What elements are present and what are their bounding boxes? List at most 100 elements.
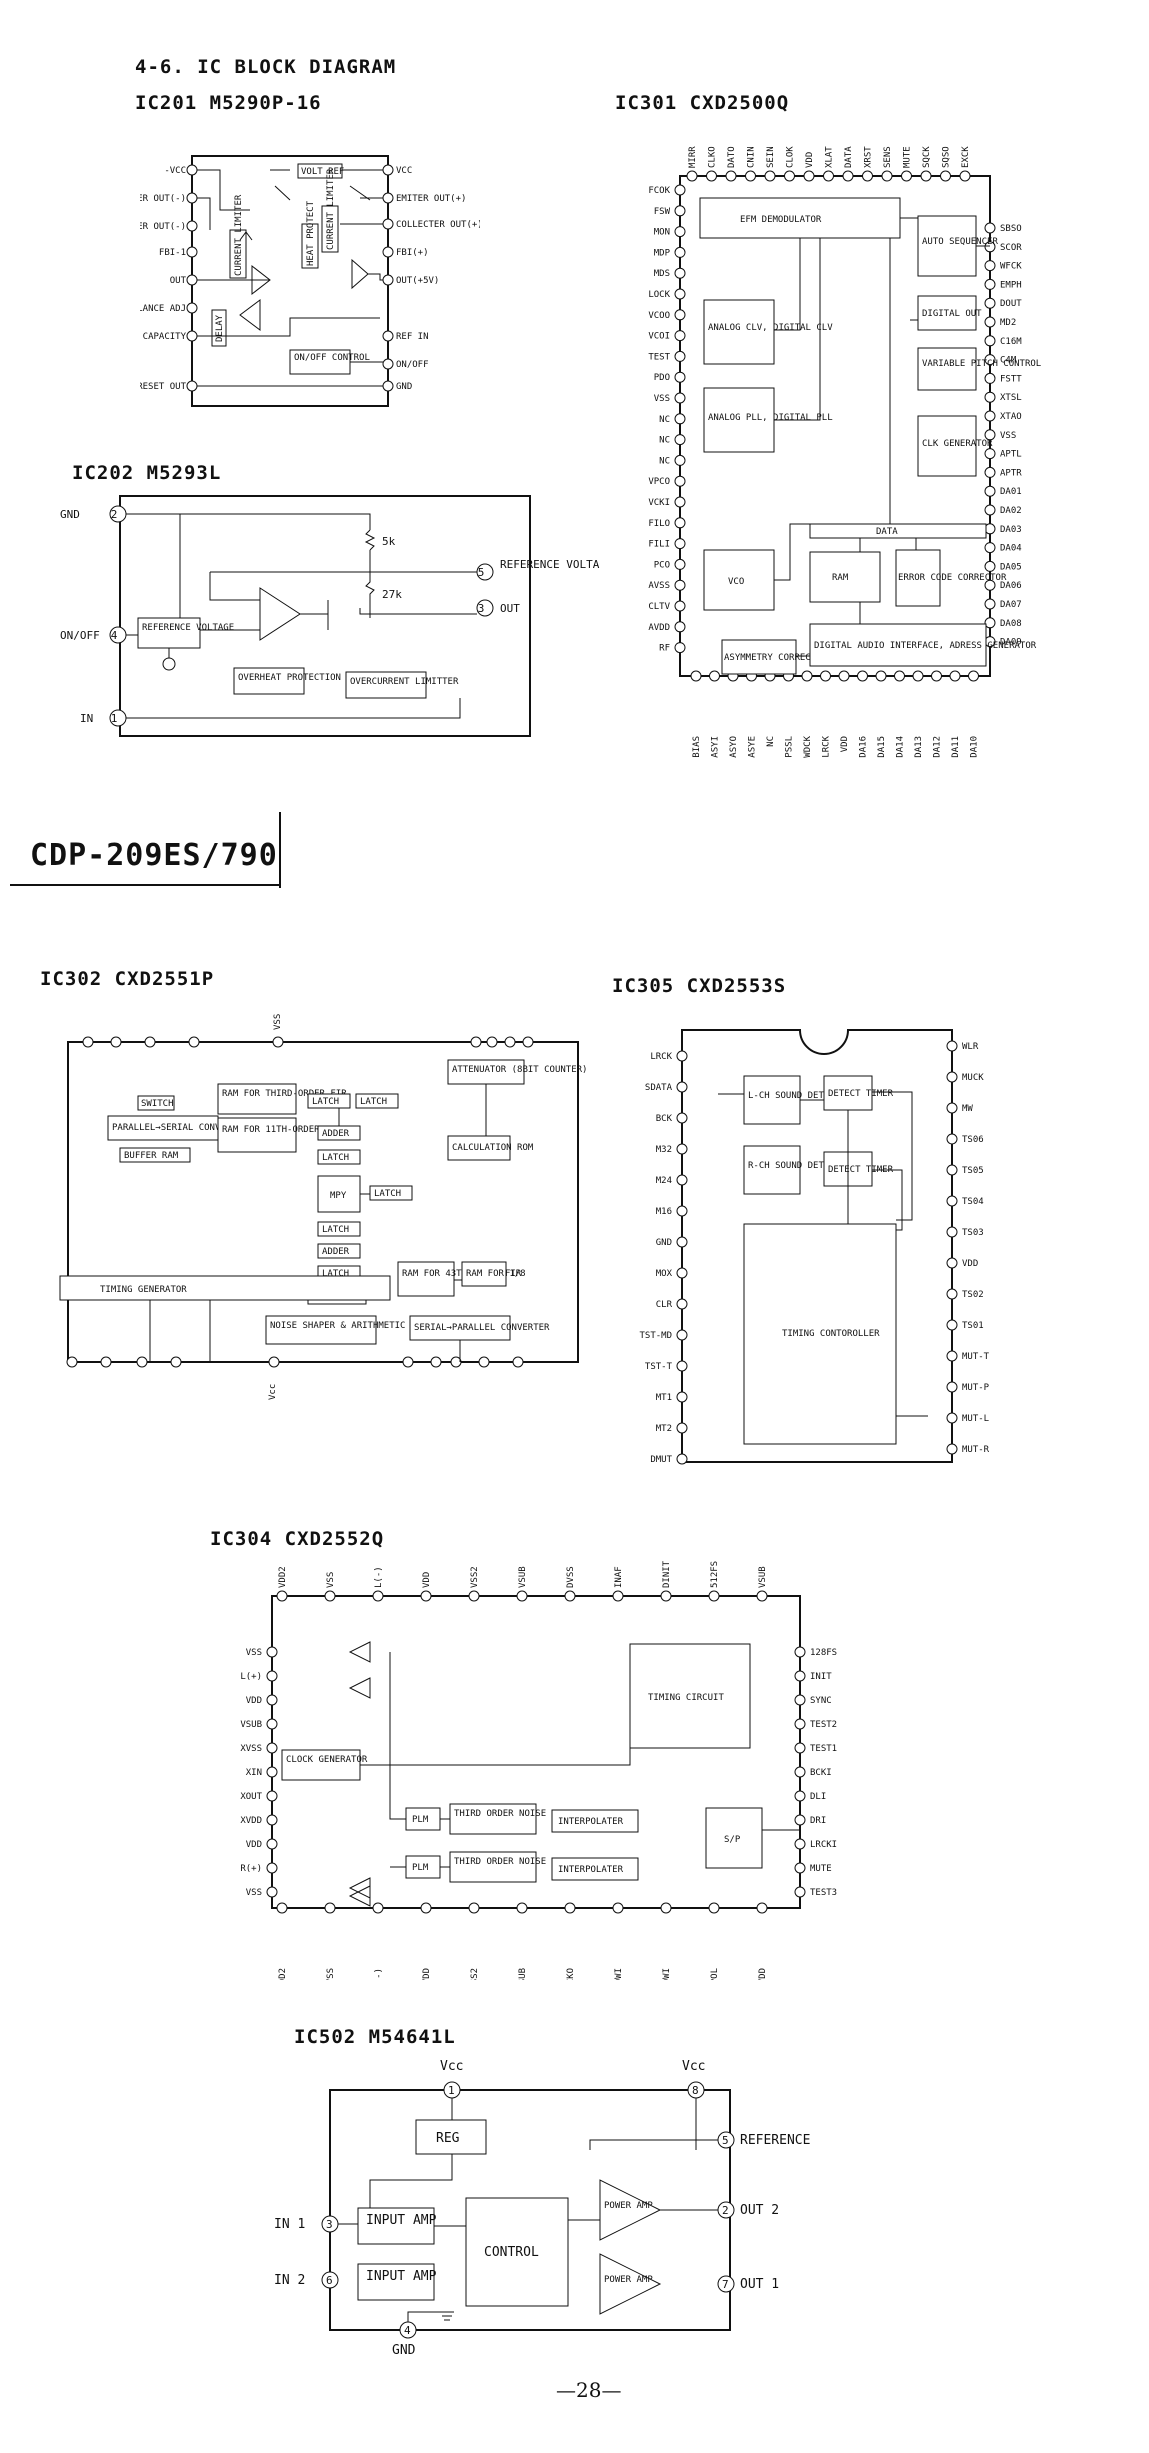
ic301-bottom-label: PSSL: [785, 736, 795, 758]
ic301-top-label: CLKO: [708, 146, 718, 168]
ic202-res-5k: 5k: [382, 535, 396, 548]
ic202-label-out: OUT: [500, 602, 520, 615]
ic304-right-pins: 128FSINITSYNCTEST2TEST1BCKIDLIDRILRCKIMU…: [794, 1646, 837, 1898]
ic304-right-label: SYNC: [810, 1696, 832, 1706]
ic301-right-label: WFCK: [1000, 262, 1022, 272]
ic302-top-pin: [110, 1036, 122, 1048]
ic201-pin-r6: ON/OFF: [396, 360, 429, 370]
ic305-block-2: R-CH SOUND DETECT: [748, 1161, 841, 1171]
page-number: —28—: [556, 2378, 622, 2402]
ic304-bottom-label: LRCKO: [566, 1968, 576, 1980]
ic305-right-label: MUT-R: [962, 1445, 990, 1455]
ic502-label-vcc1: Vcc: [440, 2059, 463, 2074]
ic304-right-label: TEST1: [810, 1744, 837, 1754]
ic301-top-label: CLOK: [786, 146, 796, 168]
ic304-bottom-label: VSS2: [470, 1968, 480, 1980]
ic304-left-circle: [266, 1814, 278, 1826]
ic305-left-circle: [676, 1298, 688, 1310]
ic301-block-asym: ASYMMETRY CORRECTOR: [724, 653, 828, 663]
ic302-top-pin: [82, 1036, 94, 1048]
ic302-block-18: RAM FOR 1/8: [466, 1269, 526, 1279]
ic301-top-label: CNIN: [747, 146, 757, 168]
ic304-left-label: L(+): [240, 1672, 262, 1682]
ic301-block-clk: CLK GENERATOR: [922, 439, 993, 449]
ic301-bottom-label: DA14: [896, 736, 906, 758]
ic301-left-label: RF: [659, 644, 670, 654]
ic304-top-circle: [660, 1590, 672, 1602]
ic201-pin-l0: -VCC: [164, 166, 186, 176]
ic302-bottom-pin: [512, 1356, 524, 1368]
ic305-right-label: MUCK: [962, 1073, 984, 1083]
ic305-right-pins: WLRMUCKMWTS06TS05TS04TS03VDDTS02TS01MUT-…: [946, 1040, 990, 1455]
ic305-left-label: M24: [656, 1176, 672, 1186]
ic301-top-label: XRST: [864, 146, 874, 168]
ic304-block-7: THIRD ORDER NOISE SHAPER: [454, 1857, 585, 1867]
ic305-left-label: MT1: [656, 1393, 672, 1403]
ic201-pin-l7: RESET OUT: [140, 382, 187, 392]
ic301-left-circle: [674, 350, 686, 362]
ic302-top-pin: [470, 1036, 482, 1048]
ic304-top-circle: [756, 1590, 768, 1602]
ic305-left-circle: [676, 1453, 688, 1465]
ic301-top-label: EXCK: [961, 146, 971, 168]
ic301-top-label: SQSO: [942, 146, 952, 168]
ic301-left-circle: [674, 413, 686, 425]
ic202-pin-num-1: 1: [111, 712, 118, 725]
ic301-right-label: DA07: [1000, 600, 1022, 610]
ic305-left-label: MT2: [656, 1424, 672, 1434]
ic304-bottom-circle: [420, 1902, 432, 1914]
ic305-right-circle: [946, 1133, 958, 1145]
ic304-right-circle: [794, 1886, 806, 1898]
ic305-right-circle: [946, 1412, 958, 1424]
ic301-top-label: SQCK: [922, 146, 932, 168]
ic302-block-3: RAM FOR THIRD-ORDER FIR: [222, 1089, 347, 1099]
ic301-right-circle: [984, 391, 996, 403]
ic202-block-overheat: OVERHEAT PROTECTION: [238, 673, 341, 683]
ic305-left-circle: [676, 1329, 688, 1341]
ic302-block-7: ADDER: [322, 1129, 350, 1139]
ic305-right-label: WLR: [962, 1042, 979, 1052]
ic502-label-vcc2: Vcc: [682, 2059, 705, 2074]
ic304-top-label: VSS2: [470, 1566, 480, 1588]
ic201-pin-l3: FBI-1: [159, 248, 186, 258]
ic304-right-circle: [794, 1838, 806, 1850]
ic301-left-circle: [674, 517, 686, 529]
svg-text:3: 3: [326, 2218, 333, 2231]
ic304-top-circle: [324, 1590, 336, 1602]
ic304-bottom-label: VDD2: [278, 1968, 288, 1980]
ic201-right-pins: VCC EMITER OUT(+) COLLECTER OUT(+) FBI(+…: [382, 164, 480, 392]
ic304-right-label: INIT: [810, 1672, 832, 1682]
ic301-right-label: DA01: [1000, 487, 1022, 497]
ic304-top-label: VDD2: [278, 1566, 288, 1588]
ic304-right-label: DRI: [810, 1816, 826, 1826]
ic301-right-label: XTSL: [1000, 393, 1022, 403]
ic301-left-label: FILI: [648, 540, 670, 550]
ic305-right-label: TS06: [962, 1135, 984, 1145]
ic301-left-circle: [674, 579, 686, 591]
ic301-right-label: APTL: [1000, 450, 1022, 460]
ic301-top-label: XLAT: [825, 146, 835, 168]
ic304-right-circle: [794, 1790, 806, 1802]
ic502-label-out1: OUT 1: [740, 2277, 779, 2292]
ic304-block-4: INTERPOLATER: [558, 1817, 624, 1827]
ic304-title: IC304 CXD2552Q: [210, 1528, 385, 1550]
ic502-block-pa2: POWER AMP: [604, 2201, 653, 2211]
ic304-right-circle: [794, 1646, 806, 1658]
ic302-top-pin: [144, 1036, 156, 1048]
ic304-block-3: THIRD ORDER NOISE SHAPER: [454, 1809, 585, 1819]
svg-text:4: 4: [404, 2324, 411, 2337]
ic202-label-gnd: GND: [60, 508, 80, 521]
ic202-block-ref: REFERENCE VOLTAGE: [142, 623, 234, 633]
ic302-block-11: LATCH: [322, 1225, 349, 1235]
ic304-block-1: CLOCK GENERATOR: [286, 1755, 368, 1765]
ic301-top-circle: [745, 170, 756, 182]
ic301-left-circle: [674, 600, 686, 612]
ic302-diagram: VSS Vcc SWITCH PARALLEL→SERIAL CONVERTER…: [59, 1014, 587, 1400]
ic304-left-label: VDD: [246, 1840, 262, 1850]
ic301-right-pins: SBSOSCORWFCKEMPHDOUTMD2C16MC4MFSTTXTSLXT…: [984, 222, 1022, 648]
ic201-pin-r7: GND: [396, 382, 412, 392]
ic301-right-label: C4M: [1000, 356, 1017, 366]
ic301-top-circle: [940, 170, 951, 182]
